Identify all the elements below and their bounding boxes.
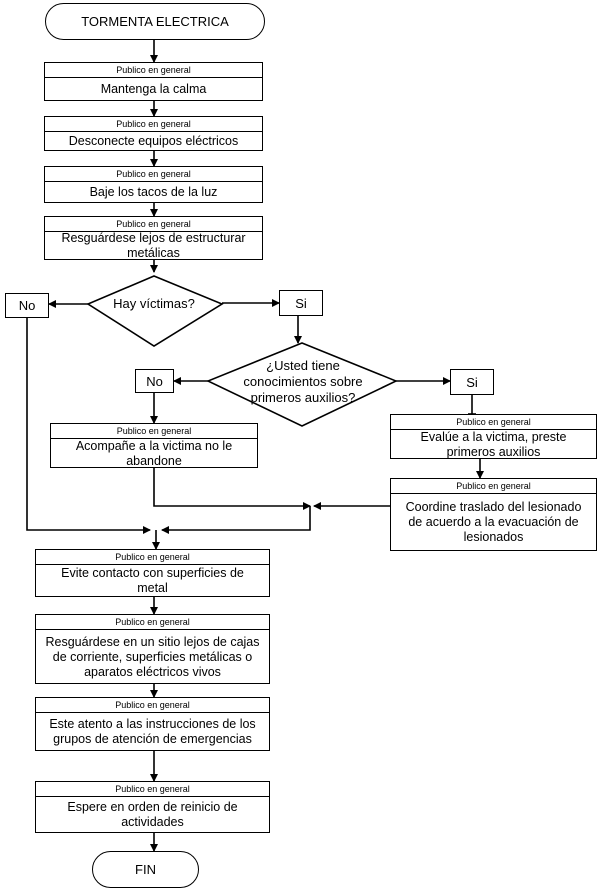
decision-hay-victimas: Hay víctimas?	[113, 296, 195, 311]
step-header: Publico en general	[45, 167, 262, 182]
path-acomp-to-merge	[153, 468, 311, 510]
step-header: Publico en general	[391, 479, 596, 494]
decision-primeros-auxilios: ¿Usted tiene conocimientos sobre primero…	[243, 358, 363, 405]
step-resguardese-sitio: Publico en general Resguárdese en un sit…	[35, 614, 270, 684]
start-text: TORMENTA ELECTRICA	[81, 14, 229, 29]
step-espere-reinicio: Publico en general Espere en orden de re…	[35, 781, 270, 833]
step-baje-los-tacos: Publico en general Baje los tacos de la …	[44, 166, 263, 203]
end-text: FIN	[135, 862, 156, 877]
step-mantenga-la-calma: Publico en general Mantenga la calma	[44, 62, 263, 101]
step-header: Publico en general	[36, 550, 269, 565]
step-text: Este atento a las instrucciones de los g…	[49, 717, 256, 746]
step-text: Resguárdese en un sitio lejos de cajas d…	[45, 634, 260, 679]
label-si-2: Si	[450, 369, 494, 395]
step-text: Mantenga la calma	[100, 82, 207, 96]
label-si-1: Si	[279, 290, 323, 316]
decision-d1-shape	[86, 275, 224, 347]
label-no-2: No	[135, 369, 174, 393]
step-text: Espere en orden de reinicio de actividad…	[67, 800, 238, 829]
step-header: Publico en general	[36, 782, 269, 797]
step-resguardese-estructuras: Publico en general Resguárdese lejos de …	[44, 216, 263, 260]
step-evite-contacto: Publico en general Evite contacto con su…	[35, 549, 270, 597]
step-header: Publico en general	[45, 63, 262, 78]
step-header: Publico en general	[51, 424, 257, 439]
step-text: Resguárdese lejos de estructurar metálic…	[61, 231, 246, 260]
step-header: Publico en general	[45, 217, 262, 232]
label-si-1-text: Si	[295, 295, 307, 311]
decision-d2-shape	[206, 342, 398, 427]
step-acompane-victima: Publico en general Acompañe a la victima…	[50, 423, 258, 468]
step-evalue-victima: Publico en general Evalúe a la victima, …	[390, 414, 597, 459]
step-header: Publico en general	[391, 415, 596, 430]
step-text: Baje los tacos de la luz	[89, 185, 218, 199]
step-text: Evalúe a la victima, preste primeros aux…	[420, 429, 567, 459]
label-no-2-text: No	[146, 373, 163, 389]
step-desconecte-equipos: Publico en general Desconecte equipos el…	[44, 116, 263, 151]
label-no-1-text: No	[18, 298, 36, 313]
step-text: Coordine traslado del lesionado de acuer…	[405, 500, 582, 544]
step-text: Desconecte equipos eléctricos	[68, 134, 239, 148]
path-merge-to-center	[161, 506, 311, 534]
step-text: Evite contacto con superficies de metal	[61, 566, 244, 595]
step-header: Publico en general	[36, 698, 269, 713]
step-coordine-traslado: Publico en general Coordine traslado del…	[390, 478, 597, 551]
step-header: Publico en general	[45, 117, 262, 132]
step-header: Publico en general	[36, 615, 269, 630]
step-este-atento: Publico en general Este atento a las ins…	[35, 697, 270, 751]
step-text: Acompañe a la victima no le abandone	[75, 438, 233, 468]
start-terminal: TORMENTA ELECTRICA	[45, 3, 265, 40]
label-si-2-text: Si	[466, 374, 478, 390]
path-no1-to-center	[26, 318, 151, 534]
end-terminal: FIN	[92, 851, 199, 888]
label-no-1: No	[5, 293, 49, 318]
